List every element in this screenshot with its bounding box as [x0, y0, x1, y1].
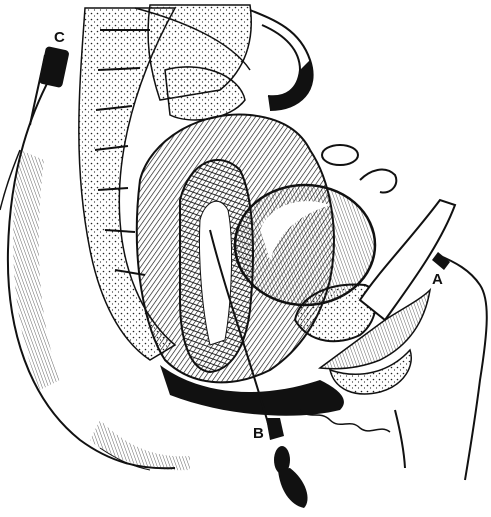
intestine-shading [268, 60, 313, 110]
thigh-hatching [90, 420, 190, 470]
label-c: C [54, 30, 65, 45]
label-b: B [253, 426, 264, 441]
skin-hatching [13, 150, 60, 390]
label-a: A [432, 272, 443, 287]
